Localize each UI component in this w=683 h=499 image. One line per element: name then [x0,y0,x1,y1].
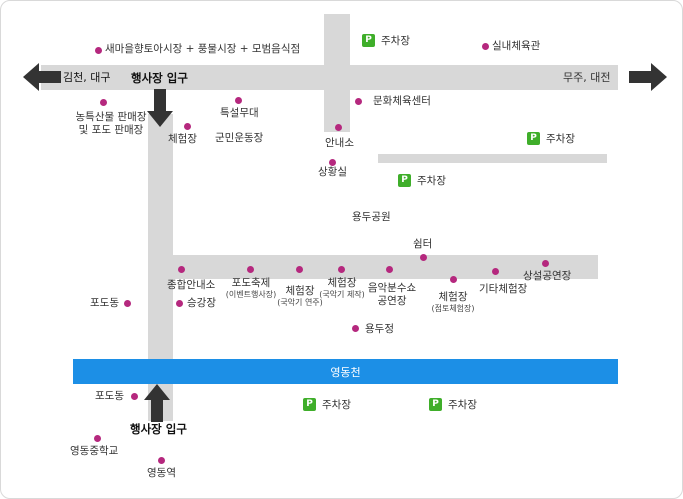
river-label: 영동천 [330,365,361,379]
poi-dot-icon [235,97,242,104]
arrow-right-icon [629,63,667,91]
poi-podo-south: 포도동 [95,390,124,402]
poi-dot-icon [94,435,101,442]
poi-dot-icon [296,266,303,273]
poi-dot-icon [329,159,336,166]
parking-icon: P [362,34,375,47]
poi-permanent-stage: 상설공연장 [523,270,572,282]
poi-situation-room: 상황실 [318,166,347,178]
direction-east-label: 무주, 대전 [563,71,611,84]
poi-soil-experience: 체험장 (점토체험장) [431,291,475,313]
parking-4: P 주차장 [303,397,351,412]
poi-special-stage: 특설무대 [220,107,259,119]
parking-3: P 주차장 [398,173,446,188]
festival-road [173,255,598,279]
poi-market: 새마을향토아시장 + 풍물시장 + 모범음식점 [105,43,301,55]
poi-dot-icon [95,47,102,54]
poi-dot-icon [184,123,191,130]
arrow-down-icon [147,89,173,127]
east-road [378,154,607,163]
poi-dot-icon [352,325,359,332]
poi-culture-center: 문화체육센터 [373,95,431,107]
poi-yongdu-park: 용두공원 [352,211,391,223]
poi-dot-icon [355,98,362,105]
poi-dot-icon [450,276,457,283]
parking-icon: P [303,398,316,411]
poi-dot-icon [420,254,427,261]
poi-station: 영동역 [147,467,176,479]
poi-general-info: 종합안내소 [167,279,216,291]
poi-dot-icon [482,43,489,50]
poi-middle-school: 영동중학교 [70,445,119,457]
poi-grape-festival: 포도축제 (이벤트행사장) [225,277,277,299]
parking-2: P 주차장 [527,131,575,146]
poi-dot-icon [124,300,131,307]
arrow-left-icon [23,63,61,91]
poi-dot-icon [335,124,342,131]
parking-icon: P [398,174,411,187]
poi-yongdu-pavilion: 용두정 [365,323,394,335]
yeongdong-stream: 영동천 [73,359,618,384]
poi-podo-west: 포도동 [90,297,119,309]
poi-indoor-gym: 실내체육관 [492,40,541,52]
entrance-top-label: 행사장 입구 [131,71,188,85]
poi-rest-area: 쉼터 [413,238,433,250]
poi-seunggang: 승강장 [187,297,216,309]
poi-dot-icon [542,260,549,267]
poi-dot-icon [338,266,345,273]
poi-dot-icon [158,457,165,464]
poi-dot-icon [176,300,183,307]
north-road [324,14,350,132]
poi-dot-icon [178,266,185,273]
entrance-bottom-label: 행사장 입구 [130,422,187,436]
poi-dot-icon [386,266,393,273]
poi-korean-music-make: 체험장 (국악기 제작) [319,277,365,299]
direction-west-label: 김천, 대구 [63,71,111,84]
parking-icon: P [429,398,442,411]
poi-korean-music-play: 체험장 (국악기 연주) [277,285,323,307]
poi-dot-icon [100,99,107,106]
arrow-up-icon [144,384,170,422]
parking-icon: P [527,132,540,145]
poi-dot-icon [492,268,499,275]
poi-other-experience: 기타체험장 [479,283,528,295]
poi-dot-icon [247,266,254,273]
poi-experience-top: 체험장 [168,133,197,145]
poi-military-ground: 군민운동장 [215,132,264,144]
poi-dot-icon [131,393,138,400]
parking-1: P 주차장 [362,33,410,48]
parking-5: P 주차장 [429,397,477,412]
poi-info-top: 안내소 [325,137,354,149]
